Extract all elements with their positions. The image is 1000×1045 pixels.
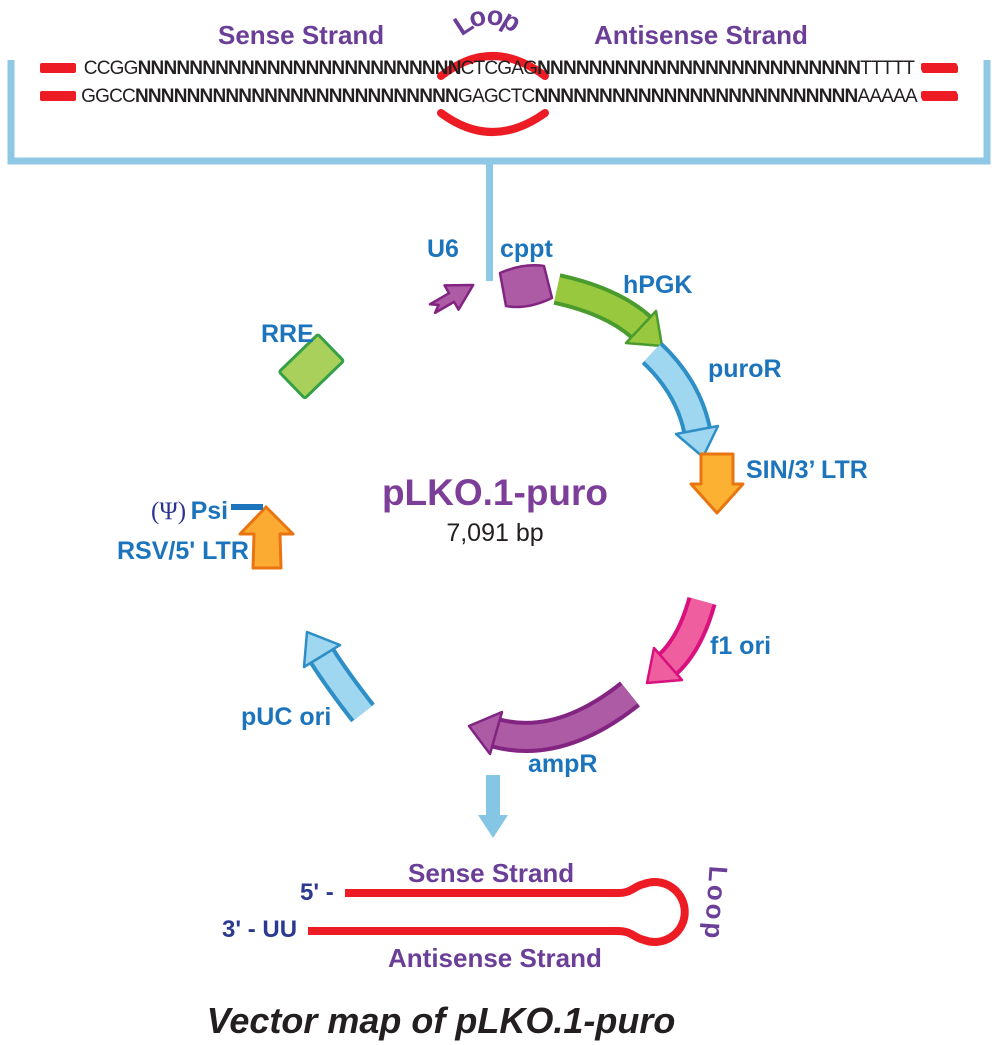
red-dash-icon <box>40 65 76 73</box>
sin-3ltr-arrow <box>689 452 745 515</box>
seq-site: GAGCTC <box>457 86 535 107</box>
ampr-arrow <box>492 684 638 749</box>
bracket-stem <box>486 161 493 281</box>
plasmid-size: 7,091 bp <box>446 519 544 547</box>
loop-arc-top <box>437 52 549 80</box>
seq-tail: AAAAA <box>857 86 917 107</box>
sense-sequence: CCGGNNNNNNNNNNNNNNNNNNNNNNNNNCTCGAGNNNNN… <box>76 58 922 80</box>
seq-site: CTCGAG <box>460 58 538 79</box>
plasmid-title: pLKO.1-puro <box>381 472 609 513</box>
puror-arrowhead <box>674 424 720 459</box>
feature-label-sin-3ltr: SIN/3’ LTR <box>746 456 868 484</box>
rsv-5ltr-arrow <box>238 505 295 570</box>
feature-label-u6: U6 <box>427 235 459 263</box>
psi-text: Psi <box>190 497 229 525</box>
hpgk-arrowhead <box>624 309 664 348</box>
antisense-sequence: GGCCNNNNNNNNNNNNNNNNNNNNNNNNNGAGCTCNNNNN… <box>76 86 922 108</box>
hairpin-path <box>308 878 689 946</box>
f1ori-arrow <box>660 597 713 673</box>
loop-arc-bottom <box>437 109 549 136</box>
f1ori-arrowhead <box>645 646 684 685</box>
feature-label-pucori: pUC ori <box>241 703 332 731</box>
cassette-bracket <box>7 60 991 165</box>
cppt-block <box>498 264 554 309</box>
three-prime-label: 3' - UU <box>222 916 298 943</box>
bottom-antisense-strand-label: Antisense Strand <box>388 943 602 973</box>
seq-n-run: NNNNNNNNNNNNNNNNNNNNNNNNN <box>137 58 462 79</box>
connector-down-arrow <box>478 775 508 838</box>
feature-label-cppt: cppt <box>500 235 553 263</box>
feature-label-rsv-5ltr: RSV/5' LTR <box>117 537 249 565</box>
top-sense-strand-label: Sense Strand <box>218 20 385 50</box>
feature-label-hpgk: hPGK <box>623 271 693 299</box>
five-prime-label: 5' - <box>300 879 334 906</box>
hpgk-arrow <box>554 277 650 337</box>
feature-label-psi: (Ψ) Psi <box>151 497 228 526</box>
bottom-loop-label: Loop <box>698 865 734 943</box>
sequence-row-antisense: GGCCNNNNNNNNNNNNNNNNNNNNNNNNNGAGCTCNNNNN… <box>40 85 958 109</box>
red-dash-icon <box>40 93 76 101</box>
pucori-arrow <box>312 650 372 720</box>
bottom-sense-strand-label: Sense Strand <box>408 858 575 888</box>
psi-tick <box>231 504 263 510</box>
feature-label-puror: puroR <box>708 355 782 383</box>
red-dash-icon <box>922 93 958 101</box>
feature-label-ampr: ampR <box>528 750 598 778</box>
u6-arrow <box>428 283 475 315</box>
pucori-arrowhead <box>302 630 342 669</box>
seq-n-run: NNNNNNNNNNNNNNNNNNNNNNNNN <box>134 86 459 107</box>
ampr-arrowhead <box>467 710 504 756</box>
sequence-row-sense: CCGGNNNNNNNNNNNNNNNNNNNNNNNNNCTCGAGNNNNN… <box>40 57 958 81</box>
seq-tail: TTTTT <box>860 58 915 79</box>
feature-label-f1ori: f1 ori <box>710 632 772 660</box>
feature-label-rre: RRE <box>261 320 314 348</box>
seq-lead: GGCC <box>81 86 136 107</box>
psi-symbol: (Ψ) <box>151 498 187 525</box>
top-antisense-strand-label: Antisense Strand <box>594 20 808 50</box>
puror-arrow <box>644 345 708 433</box>
red-dash-icon <box>922 65 958 73</box>
rre-block <box>278 333 345 400</box>
top-loop-label: L o o p <box>448 0 525 42</box>
seq-n-run: NNNNNNNNNNNNNNNNNNNNNNNNN <box>537 58 861 79</box>
seq-lead: CCGG <box>83 58 139 79</box>
figure-caption: Vector map of pLKO.1-puro <box>206 1000 676 1041</box>
seq-n-run: NNNNNNNNNNNNNNNNNNNNNNNNN <box>534 86 858 107</box>
